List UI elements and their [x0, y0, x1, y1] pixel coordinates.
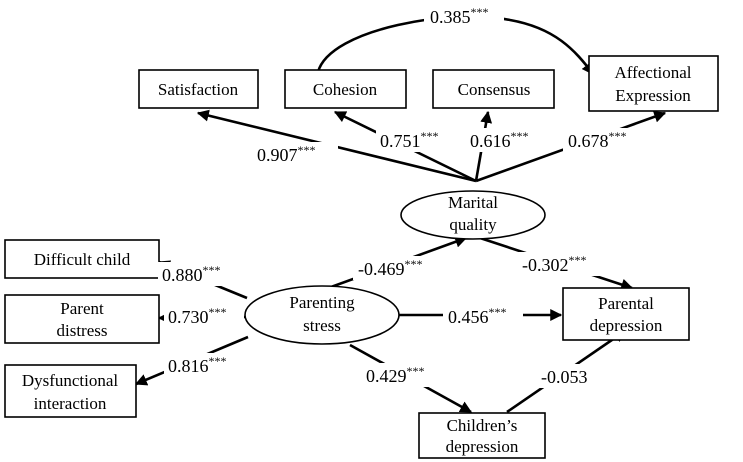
parent-distress-label-line2: distress — [57, 321, 108, 340]
coef-mq-satisfaction-sig: *** — [298, 143, 316, 157]
svg-text:0.456***: 0.456*** — [448, 305, 507, 327]
coef-mq-consensus: 0.616*** — [466, 128, 546, 152]
difficult-child-label: Difficult child — [34, 250, 131, 269]
childrens-depression-node: Children’s depression — [418, 412, 546, 459]
svg-text:0.751***: 0.751*** — [380, 129, 439, 151]
coef-mq-satisfaction: 0.907*** — [252, 142, 338, 166]
dysfunctional-interaction-label-line1: Dysfunctional — [22, 371, 119, 390]
coef-ps-to-pd-sig: *** — [489, 305, 507, 319]
svg-text:0.429***: 0.429*** — [366, 364, 425, 386]
svg-text:0.385***: 0.385*** — [430, 5, 489, 27]
affectional-expression-label-line2: Expression — [615, 86, 691, 105]
coef-ps-difficult-child: 0.880*** — [158, 262, 238, 286]
svg-text:0.907***: 0.907*** — [257, 143, 316, 165]
svg-text:0.730***: 0.730*** — [168, 305, 227, 327]
coef-ps-to-cd: 0.429*** — [362, 363, 442, 387]
coef-covariance: 0.385*** — [424, 4, 504, 28]
parental-depression-label-line1: Parental — [598, 294, 654, 313]
coef-ps-parent-distress-value: 0.730 — [168, 307, 209, 327]
marital-quality-node: Marital quality — [400, 190, 546, 240]
coef-mq-to-pd-value: -0.302 — [522, 255, 569, 275]
parent-distress-node: Parent distress — [4, 294, 160, 344]
childrens-depression-label-line1: Children’s — [447, 416, 518, 435]
svg-text:-0.469***: -0.469*** — [358, 257, 423, 279]
coef-ps-to-mq: -0.469*** — [353, 256, 443, 280]
coef-mq-to-pd-sig: *** — [569, 253, 587, 267]
parental-depression-node: Parental depression — [562, 287, 690, 341]
coef-ps-to-pd-value: 0.456 — [448, 307, 489, 327]
coef-ps-dysfunctional-value: 0.816 — [168, 356, 209, 376]
dysfunctional-interaction-label-line2: interaction — [34, 394, 107, 413]
coef-covariance-sig: *** — [471, 5, 489, 19]
svg-text:0.678***: 0.678*** — [568, 129, 627, 151]
coef-ps-parent-distress-sig: *** — [209, 305, 227, 319]
coef-mq-to-pd: -0.302*** — [517, 252, 607, 276]
coef-mq-satisfaction-value: 0.907 — [257, 145, 298, 165]
affectional-expression-node: Affectional Expression — [588, 55, 719, 112]
coef-ps-parent-distress: 0.730*** — [164, 305, 244, 329]
coef-ps-to-mq-sig: *** — [405, 257, 423, 271]
coef-ps-dysfunctional-sig: *** — [209, 354, 227, 368]
coef-cd-to-pd-value: -0.053 — [541, 367, 588, 387]
coef-ps-to-mq-value: -0.469 — [358, 259, 405, 279]
coef-covariance-value: 0.385 — [430, 7, 471, 27]
coef-mq-affectional-value: 0.678 — [568, 131, 609, 151]
affectional-expression-label-line1: Affectional — [614, 63, 691, 82]
dysfunctional-interaction-node: Dysfunctional interaction — [4, 364, 137, 418]
marital-quality-label-line1: Marital — [448, 193, 498, 212]
marital-quality-label-line2: quality — [449, 215, 497, 234]
coef-mq-cohesion-sig: *** — [421, 129, 439, 143]
svg-text:-0.302***: -0.302*** — [522, 253, 587, 275]
consensus-label: Consensus — [458, 80, 531, 99]
nodes: Satisfaction Cohesion Consensus Affectio… — [4, 55, 719, 459]
parenting-stress-label-line1: Parenting — [289, 293, 355, 312]
cohesion-label: Cohesion — [313, 80, 378, 99]
coef-cd-to-pd: -0.053 — [537, 364, 607, 388]
satisfaction-node: Satisfaction — [138, 69, 259, 109]
coef-mq-cohesion: 0.751*** — [376, 128, 456, 152]
coef-ps-to-pd: 0.456*** — [443, 304, 523, 328]
satisfaction-label: Satisfaction — [158, 80, 239, 99]
svg-text:0.880***: 0.880*** — [162, 263, 221, 285]
consensus-node: Consensus — [432, 69, 555, 109]
coef-ps-to-cd-value: 0.429 — [366, 366, 407, 386]
coef-mq-affectional: 0.678*** — [563, 128, 643, 152]
cohesion-node: Cohesion — [284, 69, 407, 109]
difficult-child-node: Difficult child — [4, 239, 160, 279]
svg-text:0.816***: 0.816*** — [168, 354, 227, 376]
coef-mq-cohesion-value: 0.751 — [380, 131, 421, 151]
coef-ps-dysfunctional: 0.816*** — [164, 353, 244, 377]
parenting-stress-node: Parenting stress — [244, 285, 400, 345]
parent-distress-label-line1: Parent — [60, 299, 104, 318]
svg-text:0.616***: 0.616*** — [470, 129, 529, 151]
coefficients: 0.385*** 0.907*** 0.751*** 0.616*** 0.67… — [158, 4, 643, 388]
coef-mq-consensus-value: 0.616 — [470, 131, 511, 151]
parental-depression-label-line2: depression — [590, 316, 663, 335]
parenting-stress-label-line2: stress — [303, 316, 341, 335]
childrens-depression-label-line2: depression — [446, 437, 519, 456]
coef-ps-difficult-child-value: 0.880 — [162, 265, 203, 285]
svg-text:-0.053: -0.053 — [541, 367, 588, 387]
coef-ps-difficult-child-sig: *** — [203, 263, 221, 277]
coef-mq-consensus-sig: *** — [511, 129, 529, 143]
coef-mq-affectional-sig: *** — [609, 129, 627, 143]
coef-ps-to-cd-sig: *** — [407, 364, 425, 378]
